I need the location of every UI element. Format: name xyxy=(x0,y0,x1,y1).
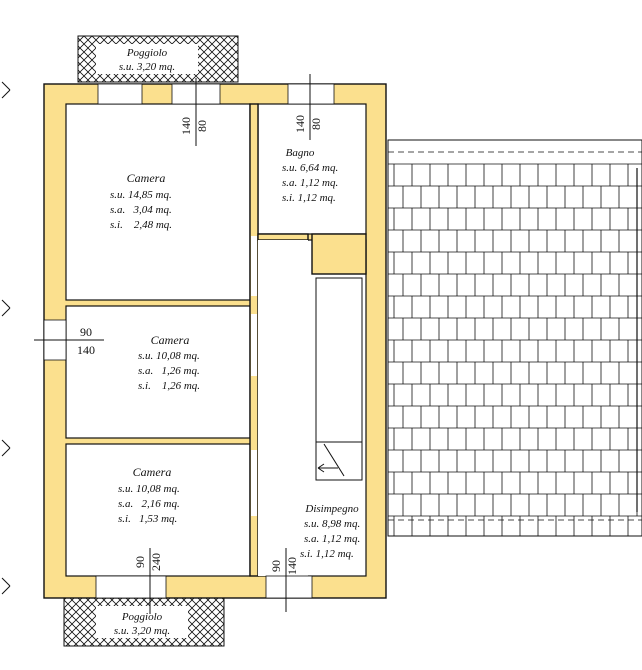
room-si: s.i. 1,26 mq. xyxy=(138,380,200,392)
dim-left-a: 90 xyxy=(80,325,92,339)
room-sa: s.a. 1,12 mq. xyxy=(304,533,360,545)
dim-top-right-b: 140 xyxy=(293,115,307,133)
room-si: s.i. 1,53 mq. xyxy=(118,513,177,525)
dim-top-left-b: 140 xyxy=(179,117,193,135)
dim-bottom-right-a: 90 xyxy=(269,560,283,572)
dim-bottom-right-b: 140 xyxy=(285,557,299,575)
label-disimpegno: Disimpegno s.u. 8,98 mq. s.a. 1,12 mq. s… xyxy=(300,503,360,560)
dim-bottom-left-a: 90 xyxy=(133,556,147,568)
label-bagno: Bagno s.u. 6,64 mq. s.a. 1,12 mq. s.i. 1… xyxy=(282,147,338,204)
room-su: s.u. 8,98 mq. xyxy=(304,518,360,530)
room-camera-2 xyxy=(65,305,251,439)
room-si: s.i. 2,48 mq. xyxy=(110,219,172,231)
room-title: Disimpegno xyxy=(304,503,359,515)
roof-tiles xyxy=(387,139,642,537)
room-su: s.u. 10,08 mq. xyxy=(138,350,200,362)
label-camera-2: Camera s.u. 10,08 mq. s.a. 1,26 mq. s.i.… xyxy=(138,333,200,392)
balcony-top-area: s.u. 3,20 mq. xyxy=(119,61,175,73)
room-bagno xyxy=(257,103,367,235)
dim-bottom-left-b: 240 xyxy=(149,553,163,571)
room-title: Camera xyxy=(133,465,172,479)
room-camera-1 xyxy=(65,103,251,301)
dimension-lines xyxy=(34,74,311,614)
room-si: s.i. 1,12 mq. xyxy=(282,192,336,204)
room-sa: s.a. 3,04 mq. xyxy=(110,204,172,216)
room-su: s.u. 6,64 mq. xyxy=(282,162,338,174)
dim-left-b: 140 xyxy=(77,343,95,357)
room-camera-3 xyxy=(65,443,251,577)
balcony-top-title: Poggiolo xyxy=(126,47,168,59)
room-title: Bagno xyxy=(286,147,315,159)
room-su: s.u. 10,08 mq. xyxy=(118,483,180,495)
dim-top-left-a: 80 xyxy=(195,120,209,132)
room-su: s.u. 14,85 mq. xyxy=(110,189,172,201)
room-sa: s.a. 1,12 mq. xyxy=(282,177,338,189)
room-title: Camera xyxy=(127,171,166,185)
room-sa: s.a. 1,26 mq. xyxy=(138,365,200,377)
room-title: Camera xyxy=(151,333,190,347)
balcony-bottom-title: Poggiolo xyxy=(121,611,163,623)
margin-marks xyxy=(1,81,11,595)
label-camera-1: Camera s.u. 14,85 mq. s.a. 3,04 mq. s.i.… xyxy=(110,171,172,231)
room-sa: s.a. 2,16 mq. xyxy=(118,498,180,510)
room-si: s.i. 1,12 mq. xyxy=(300,548,354,560)
label-camera-3: Camera s.u. 10,08 mq. s.a. 2,16 mq. s.i.… xyxy=(118,465,180,525)
dim-top-right-a: 80 xyxy=(309,118,323,130)
staircase xyxy=(315,277,363,481)
balcony-bottom-area: s.u. 3,20 mq. xyxy=(114,625,170,637)
balcony-top: Poggiolo s.u. 3,20 mq. xyxy=(77,35,239,83)
balcony-bottom: Poggiolo s.u. 3,20 mq. xyxy=(63,597,225,647)
